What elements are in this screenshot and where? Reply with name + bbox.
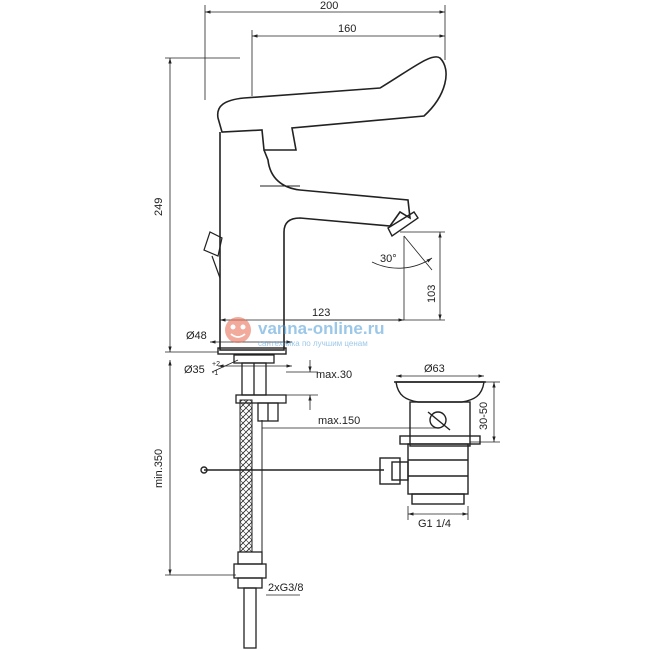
watermark-tagline: сантехника по лучшим ценам: [258, 339, 368, 348]
dim-body-diameter: Ø48: [186, 330, 207, 342]
faucet-base: [217, 347, 287, 355]
dim-spout-height: 103: [426, 285, 438, 303]
aerator: [387, 211, 419, 238]
dim-total-width: 200: [320, 0, 338, 12]
dim-hole-diameter: Ø35: [184, 364, 205, 376]
dim-hole-tol-lower: -1: [212, 370, 218, 377]
fixing-assembly: [233, 354, 287, 422]
popup-waste: [200, 381, 486, 505]
dim-max-deck: max.30: [316, 369, 352, 381]
popup-rod: [203, 231, 223, 257]
lever-handle: [216, 56, 447, 151]
watermark-brand: vanna-online.ru: [258, 319, 385, 338]
dim-hose-connection: 2xG3/8: [268, 582, 303, 594]
dim-hole-tol-upper: +2: [212, 361, 220, 368]
dim-max-offset: max.150: [318, 415, 360, 427]
dim-spout-reach: 160: [338, 23, 356, 35]
dim-waste-thread: G1 1/4: [418, 518, 451, 530]
watermark-icon: [225, 317, 251, 343]
dim-waste-range: 30-50: [478, 402, 490, 430]
braided-hose: [239, 399, 253, 553]
dim-waste-diameter: Ø63: [424, 363, 445, 375]
dim-spout-to-body: 123: [312, 307, 330, 319]
faucet-body: [219, 132, 411, 351]
faucet-outline: [203, 56, 447, 355]
dimension-lines: [165, 5, 500, 596]
dim-spout-angle: 30°: [380, 253, 397, 265]
hose-nut: [233, 551, 267, 649]
dim-total-height: 249: [153, 198, 165, 216]
dim-min-hose: min.350: [153, 449, 165, 488]
watermark: vanna-online.ru сантехника по лучшим цен…: [225, 317, 385, 348]
